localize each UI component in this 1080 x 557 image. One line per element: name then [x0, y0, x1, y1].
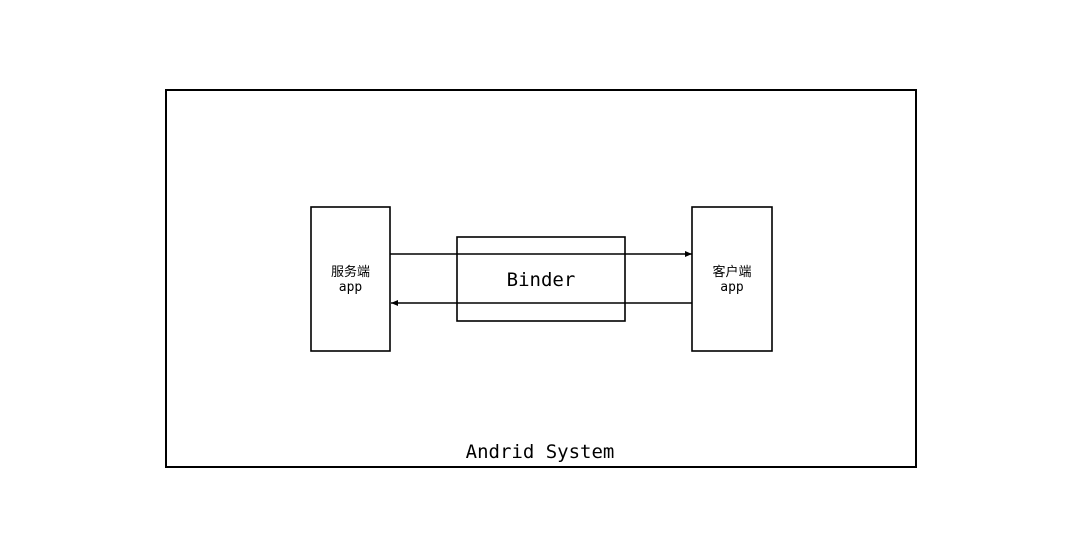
server-app-label-line1: 服务端 [331, 264, 370, 280]
client-app-box [691, 206, 773, 352]
binder-box [456, 236, 626, 322]
client-app-label-line1: 客户端 [712, 264, 751, 280]
server-app-box [310, 206, 391, 352]
client-app-label-line2: app [720, 280, 744, 295]
system-label: Andrid System [466, 441, 615, 463]
binder-label: Binder [507, 269, 576, 291]
server-app-label-line2: app [339, 280, 363, 295]
android-system-frame [165, 89, 917, 468]
